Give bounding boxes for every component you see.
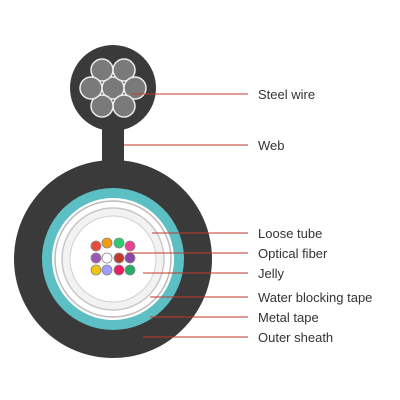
optical-fiber-strand [90,240,102,252]
optical-fiber-strand [101,237,113,249]
label-optical-fiber: Optical fiber [258,246,328,261]
leader-lines [124,93,248,338]
optical-fiber-strand [113,252,125,264]
optical-fiber-strand [113,237,125,249]
steel-strand [112,58,136,82]
label-steel-wire: Steel wire [258,87,315,102]
optical-fiber-strand [90,264,102,276]
optical-fiber-strand [124,264,136,276]
optical-fiber-strand [90,252,102,264]
steel-strand [112,94,136,118]
callout-labels: Steel wire Web Loose tube Optical fiber … [258,87,372,345]
label-jelly: Jelly [258,266,285,281]
optical-fibers [90,237,136,276]
label-web: Web [258,138,285,153]
optical-fiber-strand [101,252,113,264]
steel-strand [79,76,103,100]
main-cable [14,160,212,358]
optical-fiber-strand [124,252,136,264]
label-metal-tape: Metal tape [258,310,319,325]
steel-strand [90,94,114,118]
optical-fiber-strand [124,240,136,252]
label-water-blocking-tape: Water blocking tape [258,290,372,305]
optical-fiber-strand [101,264,113,276]
label-loose-tube: Loose tube [258,226,322,241]
optical-fiber-strand [113,264,125,276]
jelly [69,215,157,303]
label-outer-sheath: Outer sheath [258,330,333,345]
messenger-wire [70,45,156,166]
loose-tube-outer-ring [54,200,172,318]
